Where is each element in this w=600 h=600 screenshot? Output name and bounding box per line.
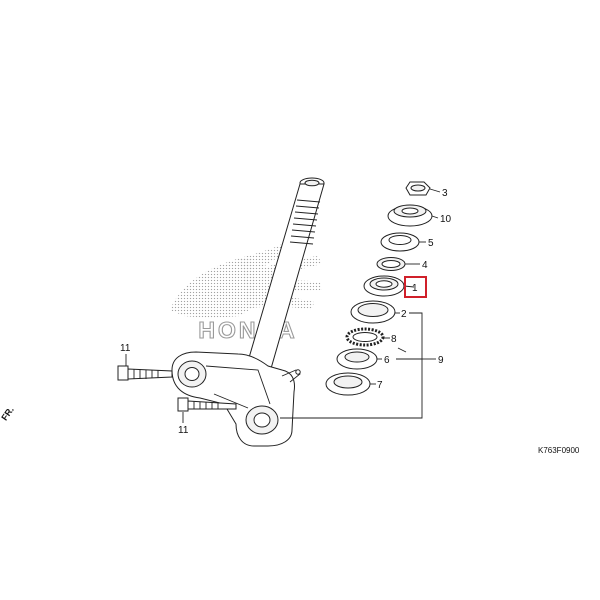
part-3-top-nut	[405, 181, 431, 196]
drawing-code: K763F0900	[538, 446, 580, 455]
front-direction-marker: FR.	[0, 405, 16, 423]
label-11-lower: 11	[178, 425, 189, 436]
leader-lines	[125, 188, 441, 423]
fork-bottom-bridge	[171, 351, 301, 447]
part-2-ring	[350, 300, 396, 324]
label-11-upper: 11	[120, 343, 131, 354]
part-8-bearing-balls	[345, 327, 385, 347]
label-9: 9	[438, 355, 444, 366]
label-2: 2	[401, 309, 407, 320]
part-1-highlight-box	[404, 276, 427, 298]
label-10: 10	[440, 214, 452, 225]
label-4: 4	[422, 260, 428, 271]
part-1-top-cone-race	[363, 275, 405, 297]
label-3: 3	[442, 188, 448, 199]
label-1: 1	[412, 283, 418, 294]
part-7-dust-seal	[325, 372, 371, 396]
label-8: 8	[391, 334, 397, 345]
part-6-bottom-cone-race	[336, 348, 378, 370]
label-6: 6	[384, 355, 390, 366]
part-10-adjusting-nut	[387, 204, 433, 227]
part-5-washer	[380, 232, 420, 252]
pinch-bolt-lower	[177, 397, 237, 412]
label-7: 7	[377, 380, 383, 391]
label-5: 5	[428, 238, 434, 249]
front-marker-text: FR.	[0, 405, 16, 423]
part-4-top-race	[376, 257, 406, 271]
pinch-bolt-upper	[117, 365, 173, 381]
